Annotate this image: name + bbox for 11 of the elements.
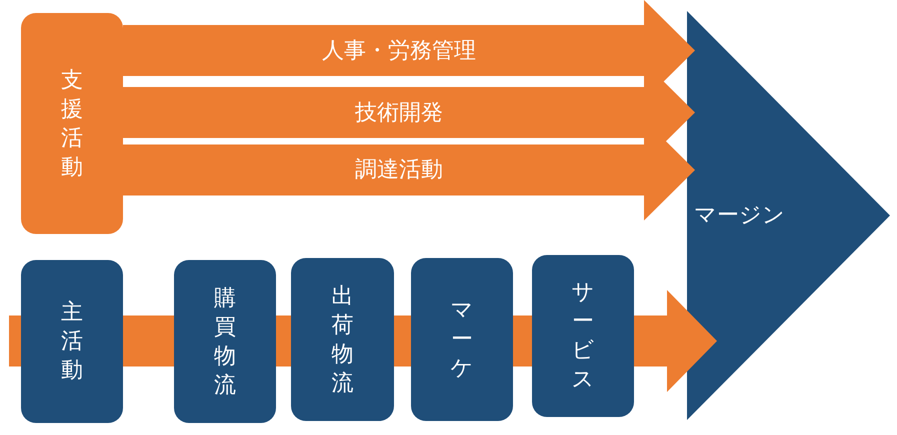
- activity-box: マーケ: [411, 258, 513, 421]
- activity-box: 出荷物流: [291, 258, 394, 421]
- connector-band: [513, 316, 532, 366]
- connector-band: [276, 316, 291, 366]
- activity-box: 購買物流: [174, 260, 276, 423]
- activity-box: 主活動: [21, 260, 123, 423]
- triangle-block: マージン: [687, 11, 890, 420]
- activity-box: サービス: [532, 255, 634, 417]
- arrow: [634, 290, 717, 392]
- activity-box: 支援活動: [21, 13, 123, 234]
- connector-band: [394, 316, 411, 366]
